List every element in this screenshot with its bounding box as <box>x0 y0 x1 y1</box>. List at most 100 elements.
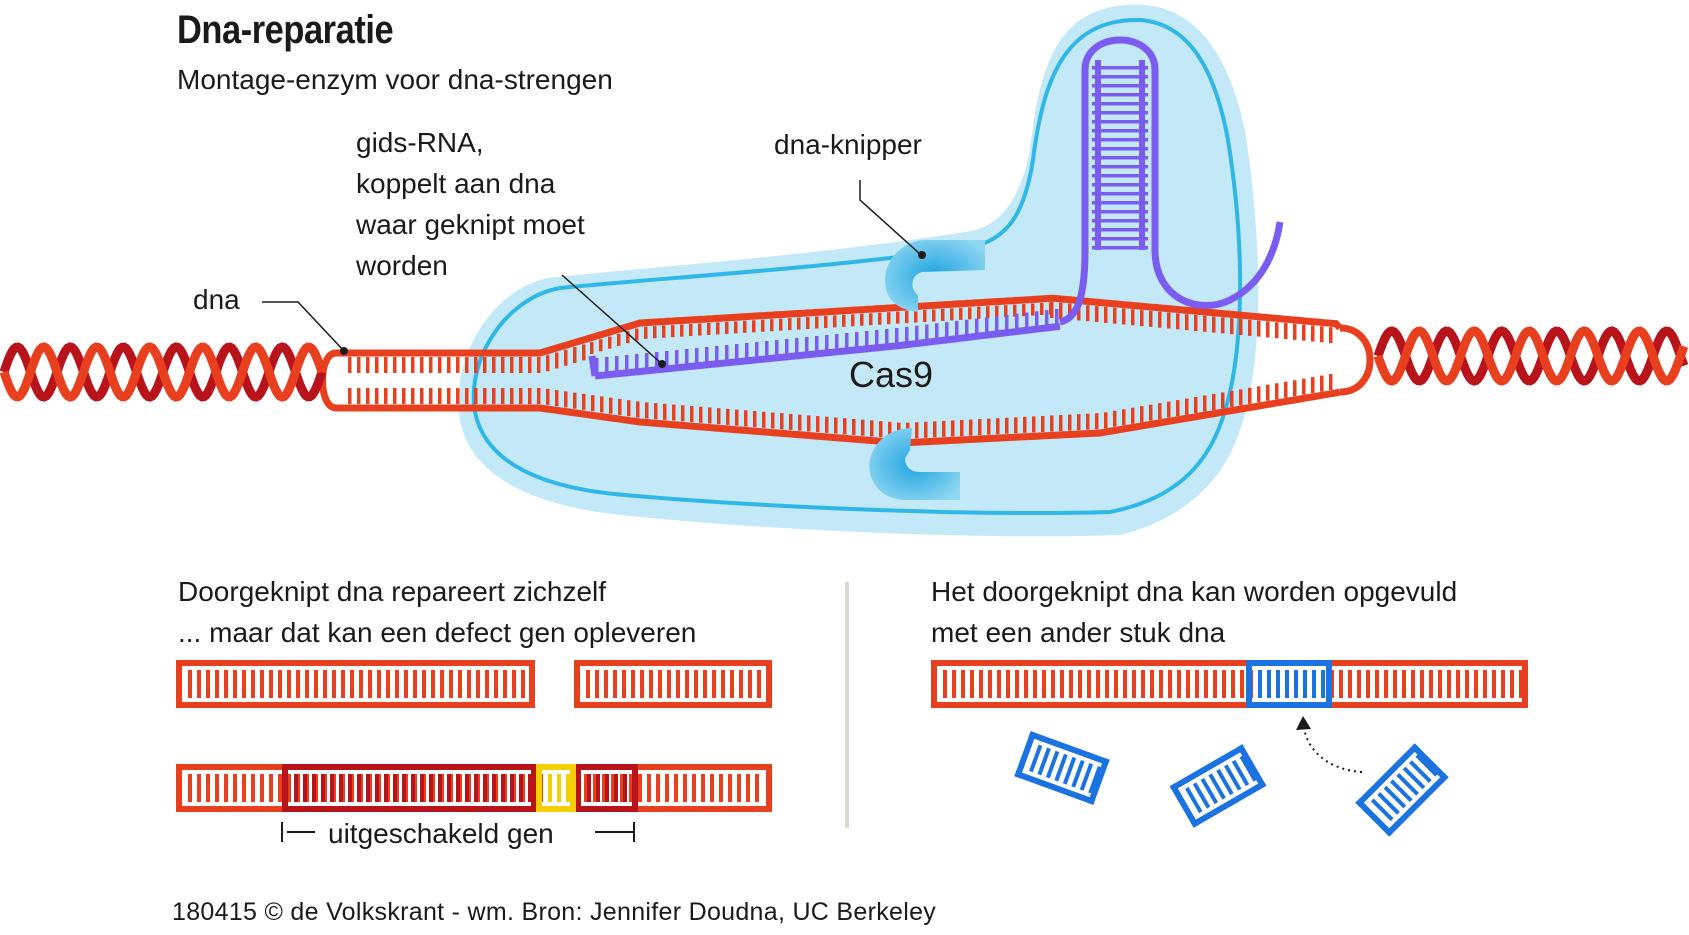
base-pair-rung <box>703 670 707 698</box>
base-pair-rung <box>1177 670 1181 698</box>
base-pair-rung <box>197 774 201 802</box>
base-pair-rung <box>420 357 424 373</box>
base-pair-rung <box>629 774 633 802</box>
strand-cap <box>282 764 288 812</box>
guide-rna-rung <box>725 345 729 360</box>
base-pair-rung <box>1293 323 1297 340</box>
base-pair-rung <box>566 774 570 802</box>
base-pair-rung <box>1050 415 1054 432</box>
base-pair-rung <box>879 421 883 438</box>
base-pair-rung <box>440 670 444 698</box>
base-pair-rung <box>321 774 325 802</box>
base-pair-rung <box>942 420 946 437</box>
base-pair-rung <box>825 416 829 433</box>
base-pair-rung <box>699 406 703 423</box>
base-pair-rung <box>860 313 864 326</box>
dna-helix-left <box>0 342 327 402</box>
guide-rna-rung <box>785 339 789 354</box>
base-pair-rung <box>386 670 390 698</box>
base-pair-rung <box>1185 314 1189 331</box>
base-pair-rung <box>798 414 802 431</box>
strand-cap <box>531 764 537 812</box>
guide-rna-rung <box>1015 313 1019 329</box>
base-pair-rung <box>1186 670 1190 698</box>
hairpin-rung <box>1092 66 1148 70</box>
guide-rna-rung <box>915 325 919 341</box>
base-pair-rung <box>1284 323 1288 340</box>
base-pair-rung <box>1420 670 1424 698</box>
base-pair-rung <box>456 357 460 373</box>
base-pair-rung <box>366 388 370 404</box>
base-pair-rung <box>1492 670 1496 698</box>
gids-rna-label: gids-RNA, koppelt aan dna waar geknipt m… <box>356 122 585 286</box>
base-pair-rung <box>1275 383 1279 400</box>
base-pair-rung <box>233 774 237 802</box>
strand-rail <box>1355 743 1419 807</box>
base-pair-rung <box>620 774 624 802</box>
base-pair-rung <box>725 321 729 334</box>
base-pair-rung <box>1141 670 1145 698</box>
page-title: Dna-reparatie <box>177 8 394 52</box>
base-pair-rung <box>422 670 426 698</box>
strand-loop-right <box>1339 324 1374 396</box>
base-pair-rung <box>905 311 909 324</box>
base-pair-rung <box>622 670 626 698</box>
base-pair-rung <box>914 310 918 323</box>
repaired-dna-with-defect <box>176 764 772 812</box>
base-pair-rung <box>1037 747 1051 776</box>
dna-leader-line <box>262 301 345 352</box>
base-pair-rung <box>627 400 631 417</box>
base-pair-rung <box>1239 755 1258 782</box>
base-pair-rung <box>605 774 609 802</box>
base-pair-rung <box>1383 785 1407 809</box>
base-pair-rung <box>719 774 723 802</box>
base-pair-rung <box>519 357 523 373</box>
strand-cap <box>574 660 580 708</box>
base-pair-rung <box>996 418 1000 435</box>
strand-rail <box>536 764 576 770</box>
base-pair-rung <box>438 357 442 373</box>
strand-rail <box>1014 770 1096 805</box>
hairpin-rung <box>1092 228 1148 232</box>
base-pair-rung <box>667 670 671 698</box>
base-pair-rung <box>1240 670 1244 698</box>
base-pair-rung <box>215 670 219 698</box>
base-pair-rung <box>1195 670 1199 698</box>
guide-rna-rung <box>595 358 599 373</box>
base-pair-rung <box>1203 315 1207 332</box>
base-pair-rung <box>492 774 496 802</box>
base-pair-rung <box>692 774 696 802</box>
strand-rail <box>1246 660 1332 666</box>
guide-rna-rung <box>745 343 749 358</box>
base-pair-rung <box>1212 316 1216 333</box>
base-pair-rung <box>888 421 892 438</box>
base-pair-rung <box>1032 416 1036 433</box>
base-pair-rung <box>557 774 561 802</box>
base-pair-rung <box>806 317 810 330</box>
base-pair-rung <box>287 774 291 802</box>
strand-rail <box>931 702 1528 708</box>
gids-rna-label-line: worden <box>356 250 448 281</box>
base-pair-rung <box>717 408 721 425</box>
guide-rna-rung <box>955 320 959 336</box>
guide-rna-rung <box>805 337 809 352</box>
guide-rna-strand <box>594 322 1061 380</box>
base-pair-rung <box>411 357 415 373</box>
base-pair-rung <box>1248 319 1252 336</box>
base-pair-rung <box>896 311 900 324</box>
base-pair-rung <box>1051 670 1055 698</box>
base-pair-rung <box>584 774 588 802</box>
base-pair-rung <box>312 774 316 802</box>
base-pair-rung <box>1071 759 1085 788</box>
base-pair-rung <box>456 774 460 802</box>
base-pair-rung <box>861 419 865 436</box>
base-pair-rung <box>429 388 433 404</box>
base-pair-rung <box>1194 397 1198 414</box>
base-pair-rung <box>1429 670 1433 698</box>
base-pair-rung <box>395 670 399 698</box>
base-pair-rung <box>1221 392 1225 409</box>
hairpin-rung <box>1092 129 1148 133</box>
base-pair-rung <box>995 305 999 318</box>
base-pair-rung <box>987 418 991 435</box>
base-pair-rung <box>1284 381 1288 398</box>
